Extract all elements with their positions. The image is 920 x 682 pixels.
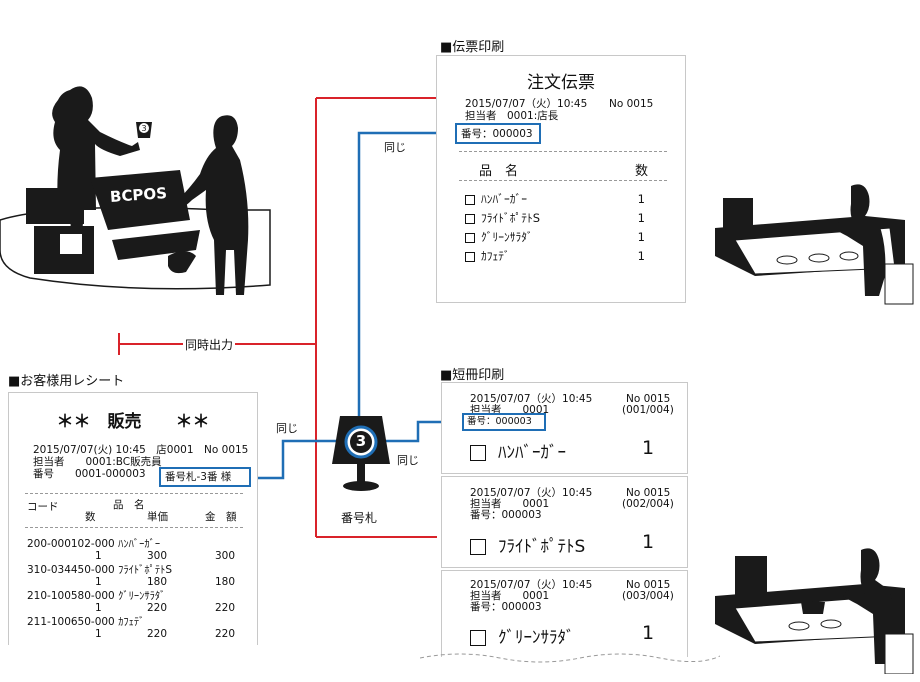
strip-number: 番号：000003 [470, 509, 542, 521]
order-slip-title: 注文伝票 [437, 68, 685, 93]
strip-slip: 2015/07/07（火）10:45 No 0015 担当者 0001 (003… [441, 570, 688, 657]
slip-print-label: ■伝票印刷 [440, 36, 504, 55]
customer-receipt: ＊＊ 販売 ＊＊ 2015/07/07(火) 10:45 店0001 No 00… [8, 392, 258, 645]
receipt-line1: 2015/07/07(火) 10:45 店0001 No 0015 [33, 444, 248, 456]
receipt-title: ＊＊ 販売 ＊＊ [9, 407, 257, 432]
strip-qty: 1 [642, 622, 654, 644]
order-slip-number: 番号：000003 [457, 125, 539, 140]
order-slip-staff: 担当者 0001:店長 [465, 110, 558, 122]
receipt-col-code: コード [27, 501, 59, 513]
order-slip-datetime: 2015/07/07（火）10:45 [465, 98, 587, 110]
receipt-col-name: 品 名 [113, 499, 145, 511]
strip-count: (002/004) [622, 498, 674, 510]
receipt-number: 番号 0001-000003 [33, 468, 146, 480]
strip-count: (003/004) [622, 590, 674, 602]
svg-text:3: 3 [141, 124, 146, 133]
kitchen-illustration-top [715, 176, 915, 306]
strip-slip: 2015/07/07（火）10:45 No 0015 担当者 0001 (001… [441, 382, 688, 474]
order-slip-no: No 0015 [609, 98, 653, 110]
receipt-tag-label: 番号札-3番 様 [161, 469, 249, 483]
tag-number: 3 [352, 432, 370, 450]
order-slip: 注文伝票 2015/07/07（火）10:45 No 0015 担当者 0001… [436, 55, 686, 303]
strip-number-box: 番号：000003 [462, 413, 546, 431]
kitchen-illustration-bottom [715, 544, 915, 674]
simultaneous-output-label: 同時出力 [183, 336, 235, 353]
number-tag-icon [330, 412, 392, 502]
kitchen-printer-icon [723, 198, 753, 234]
order-slip-col-name: 品 名 [479, 160, 518, 179]
strip-slip: 2015/07/07（火）10:45 No 0015 担当者 0001 (002… [441, 476, 688, 568]
strip-number: 番号：000003 [470, 601, 542, 613]
pan-icon [793, 222, 821, 234]
kitchen-printer-icon [735, 556, 767, 596]
pot-icon [801, 602, 825, 614]
receipt-col-amount: 金 額 [205, 511, 237, 523]
same-label-receipt: 同じ [276, 420, 298, 436]
order-slip-col-qty: 数 [635, 160, 648, 179]
torn-edge [420, 648, 720, 668]
strip-number: 番号：000003 [464, 415, 544, 428]
strip-item: ｸﾞﾘｰﾝｻﾗﾀﾞ [470, 623, 575, 648]
number-tag-label: 番号札 [341, 509, 377, 526]
strip-qty: 1 [642, 531, 654, 553]
blue-line-receipt-to-tag [248, 441, 338, 478]
receipt-staff: 担当者 0001:BC販売員 [33, 456, 162, 468]
printer-icon [26, 188, 84, 224]
order-slip-number-box: 番号：000003 [455, 123, 541, 144]
receipt-col-unit: 単価 [147, 511, 168, 523]
customer-receipt-label: ■お客様用レシート [8, 370, 124, 389]
receipt-col-qty: 数 [85, 511, 96, 523]
same-label-strip: 同じ [397, 452, 419, 468]
strip-item: ﾌﾗｲﾄﾞﾎﾟﾃﾄS [470, 532, 585, 557]
same-label-slip: 同じ [384, 139, 406, 155]
receipt-tag-box: 番号札-3番 様 [159, 467, 251, 487]
strip-count: (001/004) [622, 404, 674, 416]
strip-item: ﾊﾝﾊﾞｰｶﾞｰ [470, 438, 566, 463]
strip-qty: 1 [642, 437, 654, 459]
strip-print-label: ■短冊印刷 [440, 364, 504, 383]
